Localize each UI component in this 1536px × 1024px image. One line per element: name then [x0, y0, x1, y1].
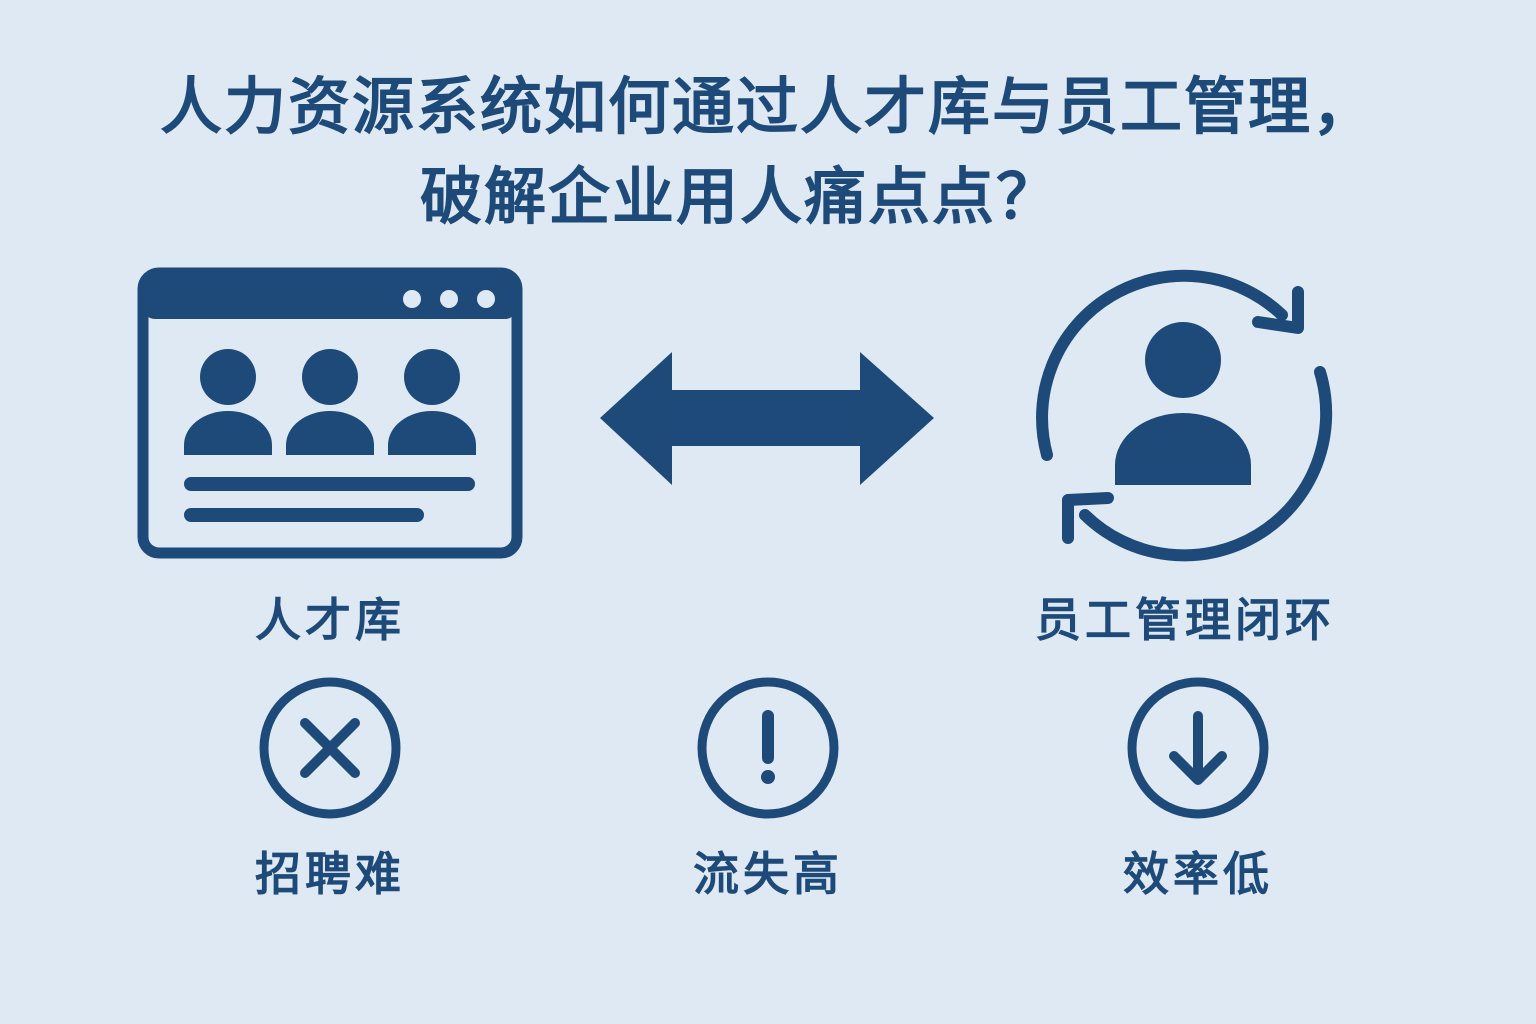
exclamation-circle-icon [697, 677, 839, 819]
talent-pool-label: 人才库 [255, 593, 405, 647]
pain-point-label: 效率低 [1123, 847, 1273, 901]
employee-loop-label: 员工管理闭环 [1035, 593, 1335, 647]
person-cycle-icon [1036, 269, 1333, 562]
pain-point-label: 招聘难 [255, 847, 405, 901]
pain-point-label: 流失高 [693, 847, 843, 901]
double-arrow-icon [600, 352, 934, 485]
down-arrow-circle-icon [1127, 677, 1269, 819]
x-circle-icon [259, 677, 401, 819]
title-line-1: 人力资源系统如何通过人才库与员工管理， [159, 70, 1376, 143]
title-line-2: 破解企业用人痛点点？ [419, 160, 1060, 233]
browser-window-people-icon [137, 267, 523, 559]
